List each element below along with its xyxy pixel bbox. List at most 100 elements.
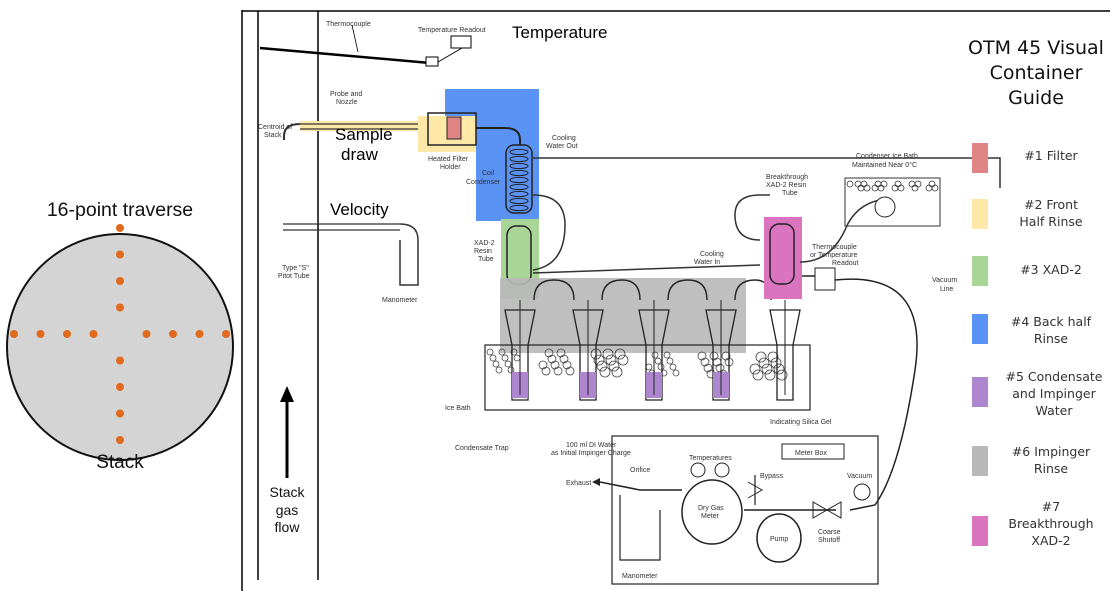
- traverse-point: [116, 251, 124, 259]
- temperature-readout-box: [451, 36, 471, 48]
- label-thermocouple: Thermocouple: [326, 21, 371, 28]
- ice-cube: [609, 361, 619, 371]
- traverse-point: [116, 436, 124, 444]
- legend-label-filter: #1 Filter: [995, 148, 1107, 165]
- ice-cube: [915, 181, 921, 187]
- traverse-point: [169, 330, 177, 338]
- ice-cube: [759, 358, 769, 368]
- ice-cube: [858, 185, 864, 191]
- ice-cube: [898, 185, 904, 191]
- legend-line: #4 Back half: [995, 314, 1107, 331]
- exhaust-arrow: [592, 478, 600, 486]
- ice-cube: [881, 181, 887, 187]
- flow-line-2: gas: [262, 502, 312, 520]
- label-xad-3: Tube: [478, 256, 494, 263]
- cooling-water-in-line: [533, 265, 760, 273]
- ice-cube: [771, 358, 781, 368]
- ice-cube: [753, 370, 763, 380]
- outlet-thermocouple: [815, 268, 835, 290]
- label-exhaust: Exhaust: [566, 480, 591, 487]
- label-heated-filter-2: Holder: [440, 164, 461, 171]
- thermocouple-line: [260, 48, 430, 63]
- label-coil-2: Condenser: [466, 179, 501, 186]
- label-thermo-readout-1: Thermocouple: [812, 244, 857, 251]
- ice-cube: [926, 185, 932, 191]
- vacuum-gauge: [854, 484, 870, 500]
- legend-swatch-impinger-rinse: [972, 446, 988, 476]
- ice-cube: [861, 181, 867, 187]
- condenser-ice-texture: [847, 181, 938, 191]
- ice-cube: [502, 355, 508, 361]
- label-condenser-bath-1: Condenser Ice Bath: [856, 153, 918, 160]
- ice-cube: [646, 364, 652, 370]
- label-manometer-top: Manometer: [382, 297, 418, 304]
- ice-cube: [875, 181, 881, 187]
- ice-cube: [912, 185, 918, 191]
- legend-line: Water: [995, 403, 1113, 420]
- ice-cube: [490, 355, 496, 361]
- label-meter-box: Meter Box: [795, 450, 827, 457]
- legend-line: #7: [995, 499, 1107, 516]
- top-manometer: [400, 224, 418, 285]
- ice-cube: [606, 355, 616, 365]
- ice-texture: [487, 349, 787, 380]
- label-cooling-in-1: Cooling: [700, 251, 724, 258]
- label-cooling-in-2: Water In: [694, 259, 720, 266]
- flow-line-1: Stack: [262, 484, 312, 502]
- legend-line: Rinse: [995, 331, 1107, 348]
- legend-line: #3 XAD-2: [995, 262, 1107, 279]
- label-silica-gel: Indicating Silica Gel: [770, 419, 832, 426]
- legend-label-back-half-rinse: #4 Back half Rinse: [995, 314, 1107, 348]
- traverse-point: [116, 410, 124, 418]
- ice-cube: [774, 364, 784, 374]
- label-condensate-trap: Condensate Trap: [455, 445, 509, 452]
- label-breakthrough-3: Tube: [782, 190, 798, 197]
- traverse-point: [116, 357, 124, 365]
- traverse-point: [90, 330, 98, 338]
- stack-cross-section: [7, 234, 233, 460]
- ice-cube: [618, 355, 628, 365]
- legend-label-breakthrough: #7 Breakthrough XAD-2: [995, 499, 1107, 550]
- label-manometer-bottom: Manometer: [622, 573, 658, 580]
- label-xad-2: Resin: [474, 248, 492, 255]
- label-coil-1: Coil: [482, 170, 495, 177]
- traverse-point: [143, 330, 151, 338]
- guide-title-line-3: Guide: [966, 86, 1106, 111]
- ice-cube: [658, 364, 664, 370]
- impinger-rinse-highlight: [500, 278, 746, 353]
- ice-cube: [765, 370, 775, 380]
- guide-title: OTM 45 Visual Container Guide: [966, 36, 1106, 111]
- legend-swatch-xad2: [972, 256, 988, 286]
- ice-cube: [667, 358, 673, 364]
- legend-swatch-filter: [972, 143, 988, 173]
- ice-cube: [855, 181, 861, 187]
- label-di-water-2: as Initial Impinger Charge: [551, 450, 631, 457]
- legend-swatch-front-half-rinse: [972, 199, 988, 229]
- ice-cube: [670, 364, 676, 370]
- traverse-point: [116, 383, 124, 391]
- ice-cube: [762, 364, 772, 374]
- label-thermo-readout-3: Readout: [832, 260, 859, 267]
- traverse-point: [116, 224, 124, 232]
- readout-wire: [438, 48, 462, 62]
- flow-arrow-head: [280, 386, 294, 402]
- traverse-point: [116, 304, 124, 312]
- traverse-point: [196, 330, 204, 338]
- label-coarse-1: Coarse: [818, 529, 841, 536]
- legend-label-front-half-rinse: #2 Front Half Rinse: [995, 197, 1107, 231]
- dry-gas-meter: [682, 480, 742, 544]
- stack-gas-flow-label: Stack gas flow: [262, 484, 312, 537]
- flow-line-3: flow: [262, 519, 312, 537]
- ice-cube: [750, 364, 760, 374]
- temperature-gauge-1: [691, 463, 705, 477]
- label-ice-bath: Ice Bath: [445, 405, 471, 412]
- label-vacuum: Vacuum: [847, 473, 872, 480]
- ice-cube: [493, 361, 499, 367]
- label-velocity: Velocity: [330, 200, 389, 219]
- ice-cube: [864, 185, 870, 191]
- back-half-highlight-top: [445, 89, 539, 116]
- ice-cube: [600, 367, 610, 377]
- bottom-manometer: [620, 495, 660, 560]
- traverse-point: [222, 330, 230, 338]
- traverse-point: [63, 330, 71, 338]
